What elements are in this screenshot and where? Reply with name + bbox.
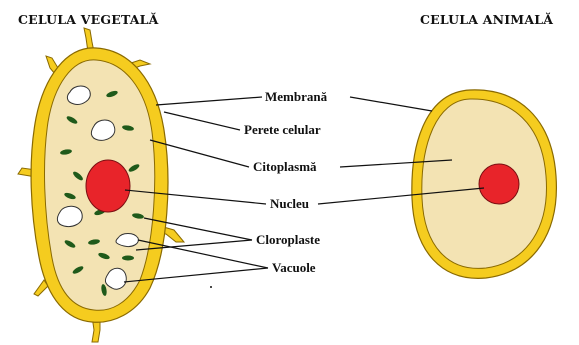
label-nucleus: Nucleu [270, 196, 309, 211]
label-chloroplasts: Cloroplaste [256, 232, 320, 247]
dot-mark [210, 286, 212, 288]
plant-nucleus [86, 160, 130, 212]
leader-membrane-plant [156, 97, 262, 105]
labels: Membrană Perete celular Citoplasmă Nucle… [244, 89, 328, 275]
animal-nucleus [479, 164, 519, 204]
leader-membrane-animal [350, 97, 432, 111]
leader-cell-wall [164, 112, 240, 130]
animal-cell-title: CELULA ANIMALĂ [420, 11, 553, 27]
plant-cell-title: CELULA VEGETALĂ [18, 11, 159, 27]
animal-cell [412, 90, 557, 278]
label-cell-wall: Perete celular [244, 122, 321, 137]
label-cytoplasm: Citoplasmă [253, 159, 317, 174]
label-vacuoles: Vacuole [272, 260, 316, 275]
label-membrane: Membrană [265, 89, 328, 104]
plant-cell [18, 28, 184, 342]
